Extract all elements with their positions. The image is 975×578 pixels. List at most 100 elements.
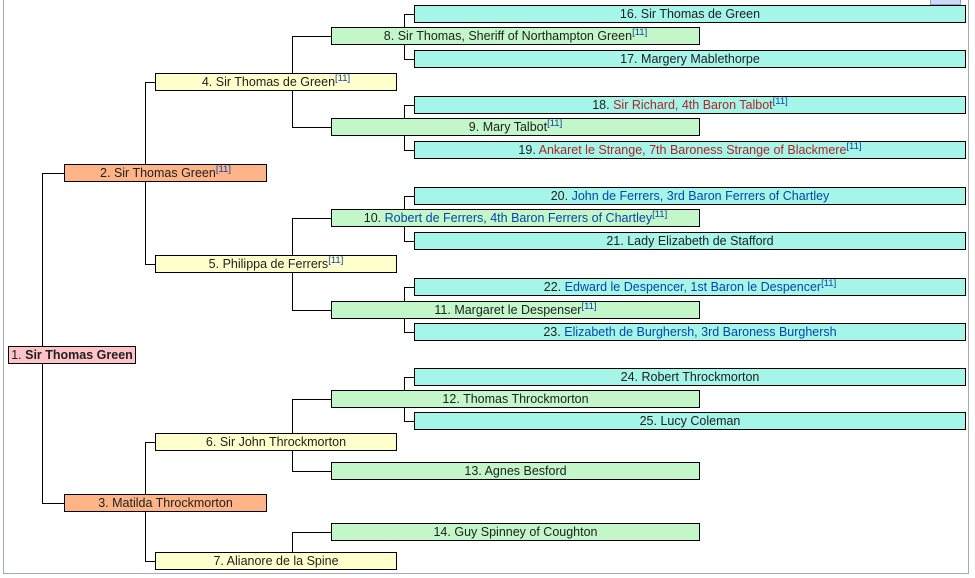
person-name: Margaret le Despenser — [454, 303, 582, 317]
connector-line — [292, 532, 331, 533]
person-box-1: 1. Sir Thomas Green — [8, 346, 136, 364]
connector-line — [292, 310, 331, 311]
connector-line — [292, 127, 331, 128]
person-name[interactable]: John de Ferrers, 3rd Baron Ferrers of Ch… — [571, 189, 830, 203]
connector-line — [292, 399, 331, 400]
person-box-19: 19. Ankaret le Strange, 7th Baroness Str… — [414, 141, 966, 159]
connector-line — [292, 218, 331, 219]
person-number: 14. — [433, 525, 451, 539]
person-number: 18. — [592, 98, 610, 112]
person-box-7: 7. Alianore de la Spine — [155, 552, 397, 570]
person-name: Sir Thomas Green — [25, 348, 133, 362]
person-number: 7. — [213, 554, 224, 568]
connector-line — [404, 150, 414, 151]
person-box-16: 16. Sir Thomas de Green — [414, 5, 966, 23]
person-box-20: 20. John de Ferrers, 3rd Baron Ferrers o… — [414, 187, 966, 205]
citation-link[interactable]: [11] — [632, 26, 648, 38]
person-name: Matilda Throckmorton — [112, 496, 233, 510]
person-box-10: 10. Robert de Ferrers, 4th Baron Ferrers… — [331, 209, 700, 227]
person-number: 16. — [619, 7, 638, 21]
person-number: 24. — [620, 370, 639, 384]
person-box-21: 21. Lady Elizabeth de Stafford — [414, 232, 966, 250]
page-border-right — [968, 0, 969, 574]
citation-link[interactable]: [11] — [215, 163, 231, 175]
person-number: 21. — [606, 234, 624, 248]
person-number: 17. — [620, 52, 638, 66]
connector-line — [404, 105, 414, 106]
person-name[interactable]: Sir Richard, 4th Baron Talbot — [613, 98, 773, 112]
connector-line — [404, 287, 414, 288]
person-box-18: 18. Sir Richard, 4th Baron Talbot[11] — [414, 96, 966, 114]
citation-link[interactable]: [11] — [772, 95, 788, 107]
citation-link[interactable]: [11] — [328, 254, 344, 266]
person-name[interactable]: Ankaret le Strange, 7th Baroness Strange… — [538, 143, 847, 157]
person-number: 9. — [468, 120, 480, 134]
person-number: 1. — [11, 348, 22, 362]
citation-link[interactable]: [11] — [821, 277, 837, 289]
person-number: 20. — [550, 189, 569, 203]
connector-line — [404, 377, 414, 378]
connector-line — [404, 14, 414, 15]
person-name: Alianore de la Spine — [226, 554, 339, 568]
person-number: 25. — [639, 414, 657, 428]
connector-line — [404, 196, 414, 197]
person-number: 13. — [464, 464, 482, 478]
person-box-23: 23. Elizabeth de Burghersh, 3rd Baroness… — [414, 323, 966, 341]
person-number: 6. — [205, 435, 217, 449]
person-name: Thomas Throckmorton — [463, 392, 589, 406]
person-box-2: 2. Sir Thomas Green[11] — [64, 164, 267, 182]
connector-line — [292, 471, 331, 472]
person-number: 22. — [543, 280, 562, 294]
person-name: Guy Spinney of Coughton — [454, 525, 598, 539]
person-box-6: 6. Sir John Throckmorton — [155, 433, 397, 451]
citation-link[interactable]: [11] — [547, 117, 563, 129]
partial-collapse-button[interactable] — [930, 0, 961, 5]
person-box-17: 17. Margery Mablethorpe — [414, 50, 966, 68]
person-name: Margery Mablethorpe — [641, 52, 760, 66]
person-name: Lady Elizabeth de Stafford — [627, 234, 774, 248]
connector-line — [145, 82, 155, 83]
person-name[interactable]: Elizabeth de Burghersh, 3rd Baroness Bur… — [564, 325, 837, 339]
connector-line — [404, 59, 414, 60]
connector-line — [145, 264, 155, 265]
connector-line — [145, 561, 155, 562]
person-name: Lucy Coleman — [660, 414, 741, 428]
connector-line — [404, 241, 414, 242]
person-name: Sir Thomas, Sheriff of Northampton Green — [397, 29, 633, 43]
person-number: 8. — [383, 29, 395, 43]
person-name[interactable]: Robert de Ferrers, 4th Baron Ferrers of … — [384, 211, 653, 225]
person-name: Sir Thomas Green — [113, 166, 216, 180]
citation-link[interactable]: [11] — [335, 72, 351, 84]
person-number: 5. — [208, 257, 220, 271]
connector-line — [145, 442, 155, 443]
person-name: Robert Throckmorton — [641, 370, 760, 384]
connector-line — [42, 503, 64, 504]
citation-link[interactable]: [11] — [652, 208, 668, 220]
person-name[interactable]: Edward le Despencer, 1st Baron le Despen… — [564, 280, 822, 294]
connector-line — [42, 173, 43, 504]
person-box-8: 8. Sir Thomas, Sheriff of Northampton Gr… — [331, 27, 700, 45]
citation-link[interactable]: [11] — [581, 300, 597, 312]
connector-line — [404, 332, 414, 333]
person-number: 19. — [518, 143, 536, 157]
person-box-25: 25. Lucy Coleman — [414, 412, 966, 430]
person-number: 3. — [98, 496, 109, 510]
person-box-9: 9. Mary Talbot[11] — [331, 118, 700, 136]
person-name: Mary Talbot — [482, 120, 548, 134]
person-box-13: 13. Agnes Besford — [331, 462, 700, 480]
page-border-left — [3, 0, 4, 574]
connector-line — [292, 532, 293, 562]
citation-link[interactable]: [11] — [846, 140, 862, 152]
person-number: 11. — [434, 303, 451, 317]
person-box-5: 5. Philippa de Ferrers[11] — [155, 255, 397, 273]
person-box-22: 22. Edward le Despencer, 1st Baron le De… — [414, 278, 966, 296]
person-name: Agnes Besford — [484, 464, 567, 478]
person-name: Sir Thomas de Green — [215, 75, 336, 89]
person-box-3: 3. Matilda Throckmorton — [64, 494, 267, 512]
person-box-4: 4. Sir Thomas de Green[11] — [155, 73, 397, 91]
person-number: 2. — [100, 166, 111, 180]
connector-line — [42, 173, 64, 174]
person-name: Sir Thomas de Green — [640, 7, 761, 21]
page-border-bottom — [3, 573, 969, 574]
